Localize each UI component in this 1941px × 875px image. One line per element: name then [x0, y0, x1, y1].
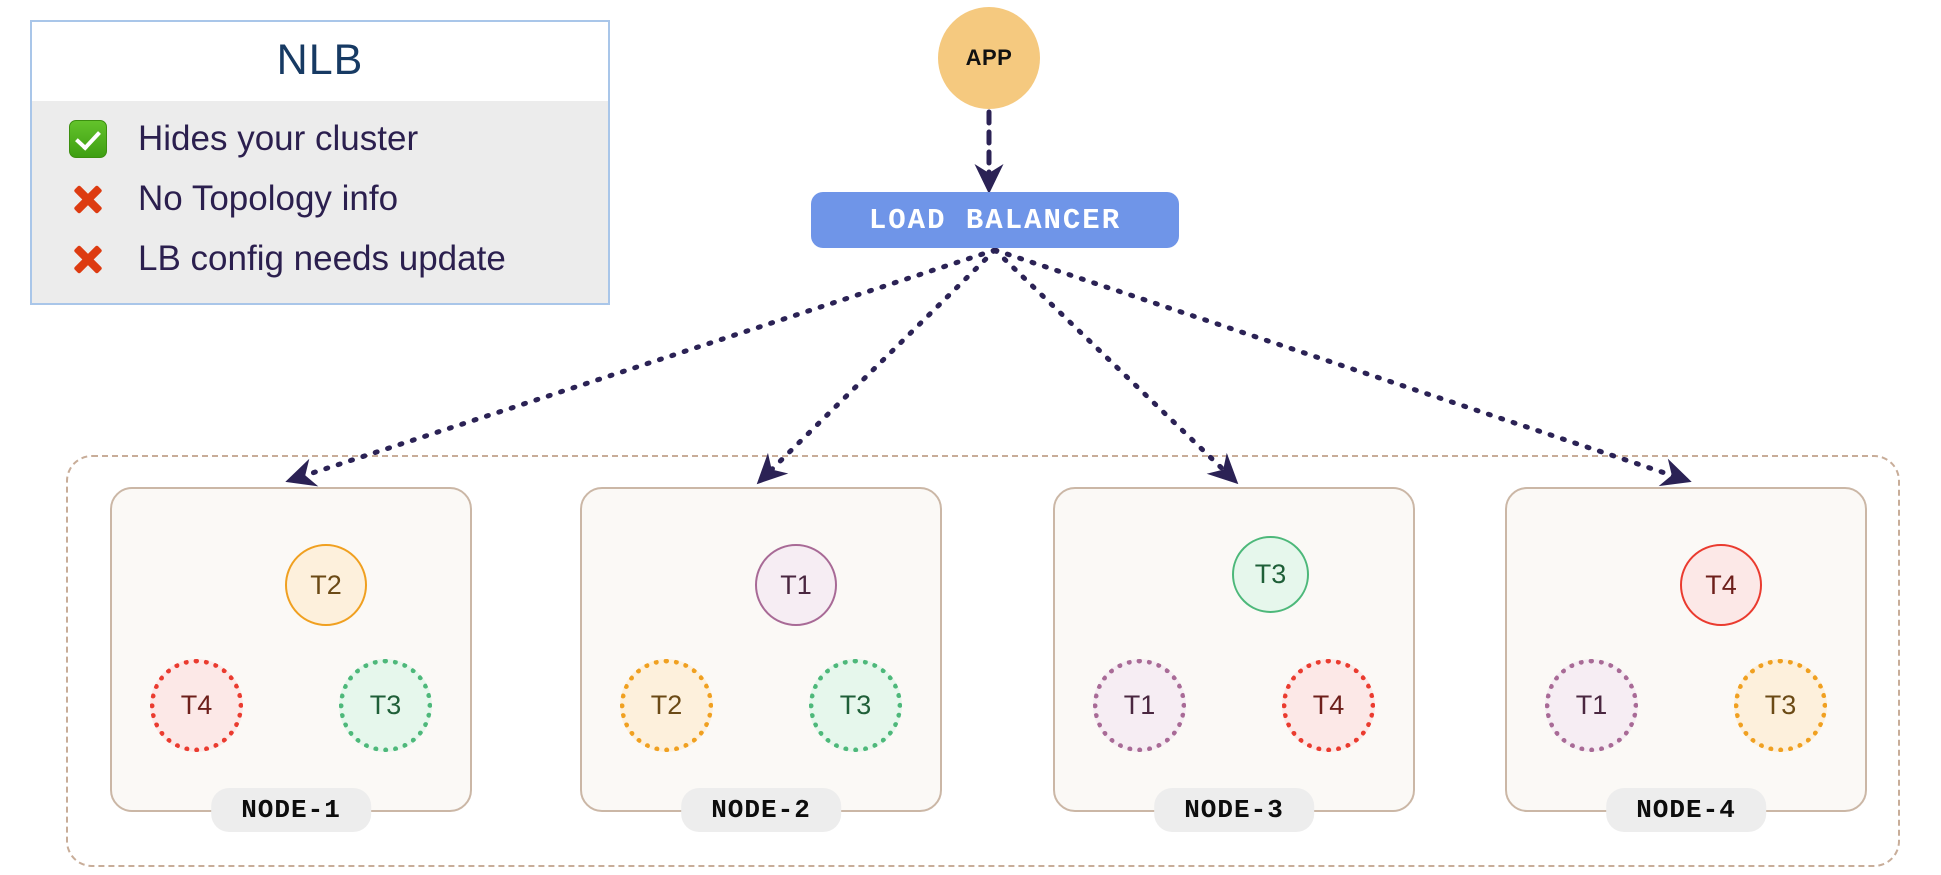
pod-label: T1: [780, 569, 812, 600]
pod-t1-primary[interactable]: T1: [755, 544, 837, 626]
check-mark-icon-glyph: [69, 120, 107, 158]
pod-label: T3: [369, 690, 402, 720]
node-name-badge: NODE-2: [681, 788, 841, 832]
edge-load-balancer-to-node-4: [992, 247, 1692, 487]
legend-item: Hides your cluster: [32, 109, 608, 169]
check-mark-icon: [56, 120, 120, 158]
legend-item-label: LB config needs update: [138, 239, 506, 278]
pod-t1-ghost[interactable]: T1: [1545, 659, 1638, 752]
legend-item-label: Hides your cluster: [138, 119, 419, 158]
pod-label: T4: [180, 690, 213, 720]
pod-t4-ghost[interactable]: T4: [150, 659, 243, 752]
legend-item: No Topology info: [32, 169, 608, 229]
pod-t3-primary[interactable]: T3: [1232, 536, 1309, 613]
cross-mark-icon: [56, 240, 120, 278]
legend-rows: Hides your cluster No Topology info LB con…: [32, 101, 608, 303]
edge-load-balancer-to-node-2: [756, 247, 998, 485]
node-name-badge: NODE-4: [1606, 788, 1766, 832]
pod-label: T3: [1254, 559, 1287, 589]
node-name-badge: NODE-3: [1154, 788, 1314, 832]
pod-label: T1: [1575, 690, 1608, 720]
cross-mark-icon-glyph: [69, 240, 107, 278]
pod-label: T2: [650, 690, 683, 720]
pod-t2-ghost[interactable]: T2: [620, 659, 713, 752]
node-name-badge: NODE-1: [211, 788, 371, 832]
pod-t1-ghost[interactable]: T1: [1093, 659, 1186, 752]
legend-title: NLB: [32, 22, 608, 101]
pod-label: T3: [1764, 690, 1797, 720]
app-node[interactable]: APP: [938, 7, 1040, 109]
legend-item-label: No Topology info: [138, 179, 399, 218]
pod-t3-ghost[interactable]: T3: [1734, 659, 1827, 752]
cross-mark-icon-glyph: [69, 180, 107, 218]
pod-t4-ghost[interactable]: T4: [1282, 659, 1375, 752]
pod-label: T1: [1123, 690, 1156, 720]
edge-load-balancer-to-node-3: [992, 247, 1239, 485]
legend-item: LB config needs update: [32, 229, 608, 289]
pod-label: T4: [1312, 690, 1345, 720]
pod-label: T4: [1705, 569, 1737, 600]
load-balancer-node[interactable]: LOAD BALANCER: [811, 192, 1179, 248]
pod-t4-primary[interactable]: T4: [1680, 544, 1762, 626]
pod-t2-primary[interactable]: T2: [285, 544, 367, 626]
pod-label: T3: [839, 690, 872, 720]
pod-label: T2: [310, 569, 342, 600]
pod-t3-ghost[interactable]: T3: [339, 659, 432, 752]
pod-t3-ghost[interactable]: T3: [809, 659, 902, 752]
app-node-label: APP: [965, 45, 1013, 70]
cross-mark-icon: [56, 180, 120, 218]
load-balancer-label: LOAD BALANCER: [868, 203, 1122, 237]
